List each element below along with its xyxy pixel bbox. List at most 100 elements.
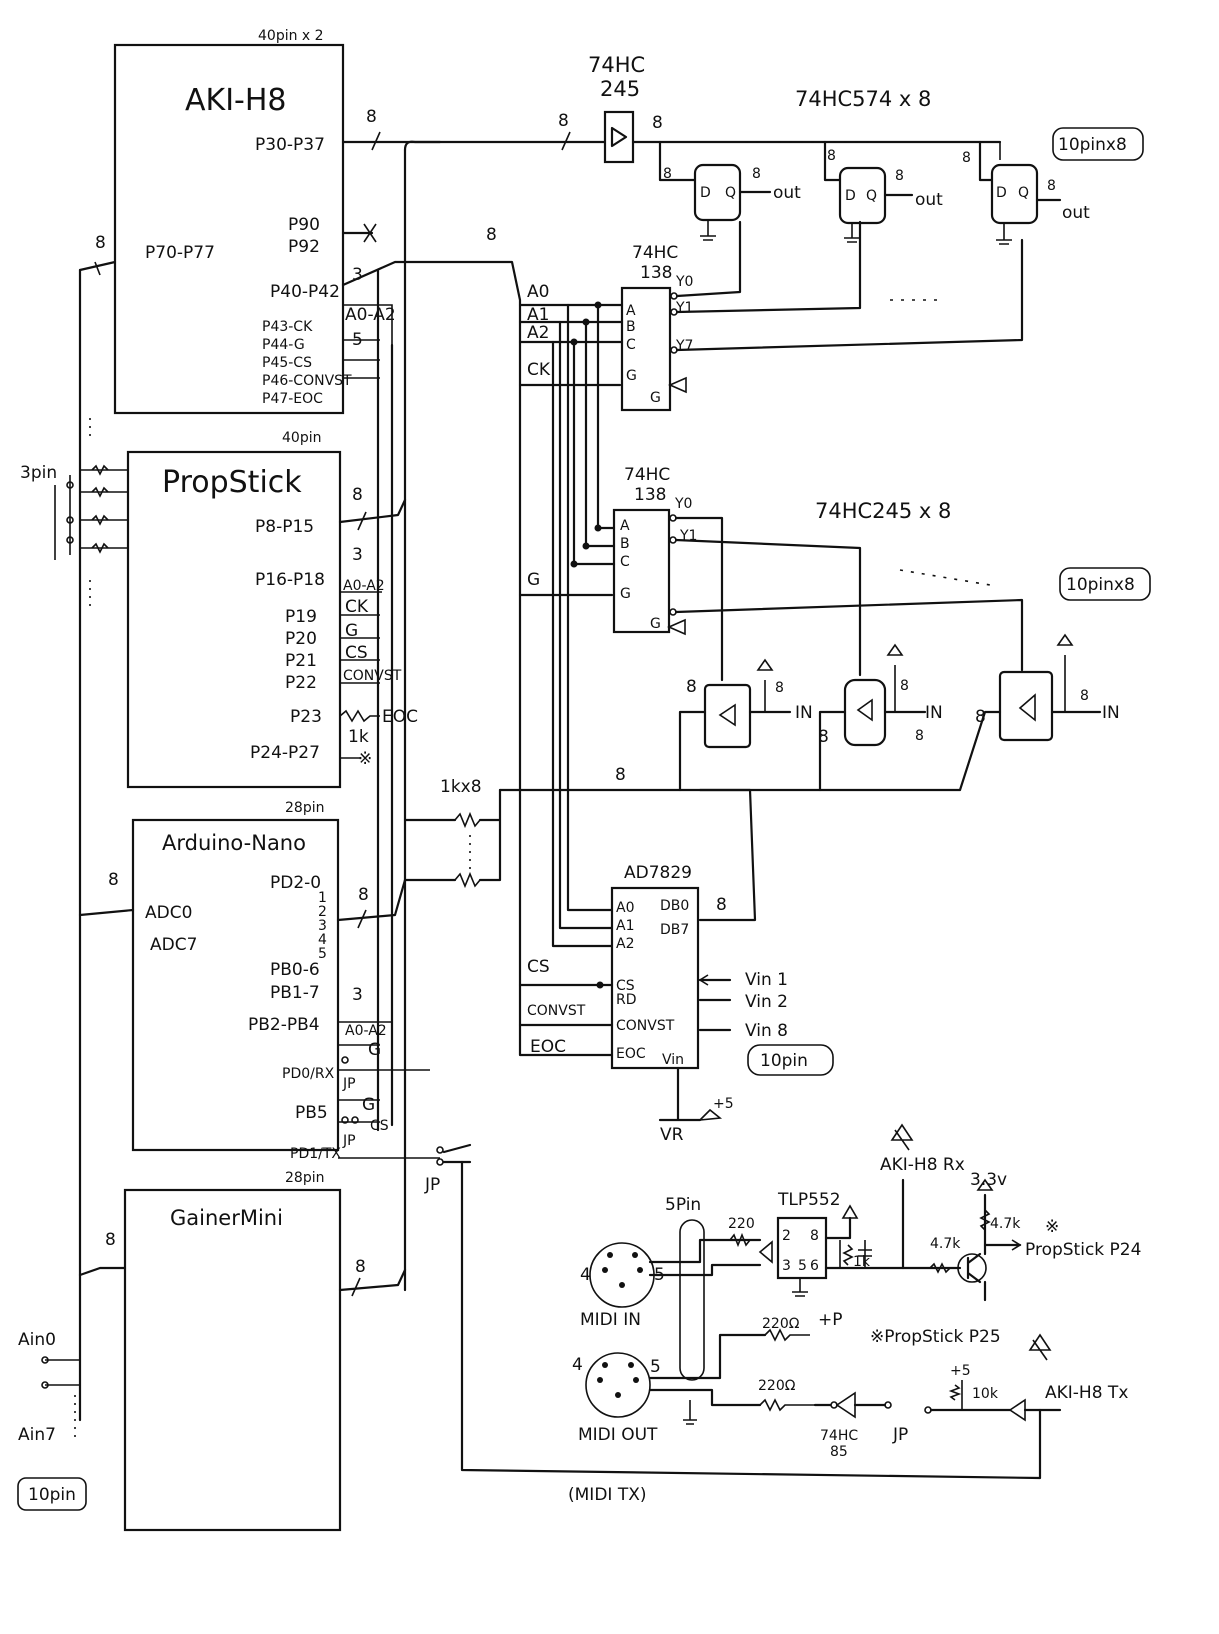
latch8-d-label: D <box>996 185 1007 201</box>
arduino-row3: 3 <box>318 918 327 934</box>
aki-h8-pin-count: 40pin x 2 <box>258 28 324 44</box>
propstick-p22: P22 <box>285 673 317 693</box>
decoder-a-pin-b: B <box>626 319 636 335</box>
arduino-adc0: ADC0 <box>145 903 192 923</box>
bus-width-245-out: 8 <box>652 113 663 133</box>
decoder-b-sub: 138 <box>634 485 666 505</box>
aki-h8-tx: AKI-H8 Tx <box>1045 1383 1128 1403</box>
midi-out-pin4: 4 <box>572 1355 583 1375</box>
decoder-a-pin-c: C <box>626 337 636 353</box>
arduino-row1: 1 <box>318 890 327 906</box>
aki-h8-p70-p77: P70-P77 <box>145 243 215 263</box>
buffer8-in-label: IN <box>1102 703 1120 723</box>
ctrl-bus-width: 8 <box>486 225 497 245</box>
midi-out-pin5: 5 <box>650 1357 661 1377</box>
ctrl-eoc-label: EOC <box>530 1037 566 1057</box>
bus-width-p30: 8 <box>366 107 377 127</box>
arduino-pb1: PB1-7 <box>270 983 320 1003</box>
propstick-p16-p18: P16-P18 <box>255 570 325 590</box>
aki-h8-p40-p42: P40-P42 <box>270 282 340 302</box>
decoder-b-pin-g2: G <box>650 616 661 632</box>
buffer1-width: 8 <box>686 677 697 697</box>
latch8-in-width: 8 <box>962 150 971 166</box>
arduino-g-label: G <box>368 1040 381 1060</box>
decoder-a-y7: Y7 <box>675 338 693 354</box>
aki-h8-p46-convst: P46-CONVST <box>262 373 352 389</box>
propstick-p20: P20 <box>285 629 317 649</box>
latch2-q-label: Q <box>866 188 877 204</box>
adc-pin-a2: A2 <box>616 936 634 952</box>
propstick-module: 40pin PropStick P8-P15 P16-P18 P19 P20 P… <box>126 430 342 789</box>
latch1-q-label: Q <box>725 185 736 201</box>
midi-in-resistor: 220 <box>728 1216 755 1232</box>
input-buffer-245-2: IN 8 8 8 <box>818 643 943 747</box>
arduino-row5: 5 <box>318 946 327 962</box>
decoder-a-pin-g: G <box>626 368 637 384</box>
optocoupler-tlp552: TLP552 2 3 8 5 6 <box>776 1190 841 1280</box>
midi-out-resistor-2: 220Ω <box>758 1378 796 1394</box>
input-buffer-245-8: IN 8 8 <box>975 633 1120 742</box>
decoder-b-pin-a: A <box>620 518 630 534</box>
arduino-title: Arduino-Nano <box>162 831 306 855</box>
propstick-p24-p27: P24-P27 <box>250 743 320 763</box>
gainer-ain-width: 8 <box>105 1230 116 1250</box>
latch1-out-label: out <box>773 183 801 203</box>
ain7-label: Ain7 <box>18 1425 56 1445</box>
midi-out-label: MIDI OUT <box>578 1425 658 1445</box>
propstick-g: G <box>345 621 358 641</box>
ctrl-cs-label: CS <box>527 957 550 977</box>
arduino-pd2: PD2-0 <box>270 873 321 893</box>
latch8-q-label: Q <box>1018 185 1029 201</box>
ain-connector: 10pin <box>28 1485 76 1505</box>
midi-5pin-label: 5Pin <box>665 1195 701 1215</box>
arduino-cs-label: CS <box>370 1118 389 1134</box>
opto-pin3: 3 <box>782 1258 791 1274</box>
propstick-cs: CS <box>345 643 368 663</box>
latch8-out-width: 8 <box>1047 178 1056 194</box>
input-bus-width: 8 <box>615 765 626 785</box>
arduino-pb2-pb4: PB2-PB4 <box>248 1015 320 1035</box>
latch2-in-width: 8 <box>827 148 836 164</box>
aki-h8-module: 40pin x 2 AKI-H8 P30-P37 P90 P92 P70-P77… <box>113 28 396 415</box>
adc-pin-db0: DB0 <box>660 898 689 914</box>
ctrl-a1-label: A1 <box>527 305 549 325</box>
arduino-adc7: ADC7 <box>150 935 197 955</box>
decoder-138-b: 74HC 138 A B C G G Y0 Y1 <box>612 465 697 636</box>
latch1-in-width: 8 <box>663 166 672 182</box>
arduino-pd0: PD0/RX <box>282 1066 335 1082</box>
latch8-out-label: out <box>1062 203 1090 223</box>
buffer2-in-label: IN <box>925 703 943 723</box>
resistor-array-label: 1kx8 <box>440 777 482 797</box>
propstick-p25-source: ※PropStick P25 <box>870 1327 1001 1347</box>
ctrl-convst-label: CONVST <box>527 1003 586 1019</box>
arduino-pd1: PD1/TX <box>290 1146 341 1162</box>
latch-574-8: D Q 8 out 8 <box>962 140 1090 245</box>
gainer-bus8-width: 8 <box>355 1257 366 1277</box>
gainer-mini-module: 28pin GainerMini <box>123 1170 342 1532</box>
propstick-p8-p15: P8-P15 <box>255 517 314 537</box>
hc245-top-buffer: 74HC 245 <box>588 53 645 164</box>
decoder-a-y0: Y0 <box>675 274 693 290</box>
propstick-p24-mark: ※ <box>1045 1217 1059 1237</box>
ain0-label: Ain0 <box>18 1330 56 1350</box>
adc-pin-a0: A0 <box>616 900 634 916</box>
input-buffer-245-1: IN 8 8 <box>686 658 813 749</box>
propstick-bus8-width: 8 <box>352 485 363 505</box>
inverter-title: 74HC <box>820 1428 858 1444</box>
hc245-top-sub: 245 <box>600 77 640 101</box>
arduino-jp2: JP <box>342 1133 356 1149</box>
propstick-eoc: EOC <box>382 707 418 727</box>
adc-pin-eoc: EOC <box>616 1046 646 1062</box>
latch2-out-width: 8 <box>895 168 904 184</box>
opto-pin5: 5 <box>798 1258 807 1274</box>
decoder-a-pin-a: A <box>626 303 636 319</box>
decoder-a-y1: Y1 <box>675 300 693 316</box>
decoder-b-pin-b: B <box>620 536 630 552</box>
opto-pullup: 1k <box>853 1254 871 1270</box>
midi-in-label: MIDI IN <box>580 1310 641 1330</box>
latch-574-2: D Q 8 out 8 <box>823 140 943 243</box>
aki-h8-p44-g: P44-G <box>262 337 305 353</box>
adc-pin-convst: CONVST <box>616 1018 675 1034</box>
midi-out-jumper: JP <box>892 1425 908 1445</box>
arduino-jp1: JP <box>342 1076 356 1092</box>
